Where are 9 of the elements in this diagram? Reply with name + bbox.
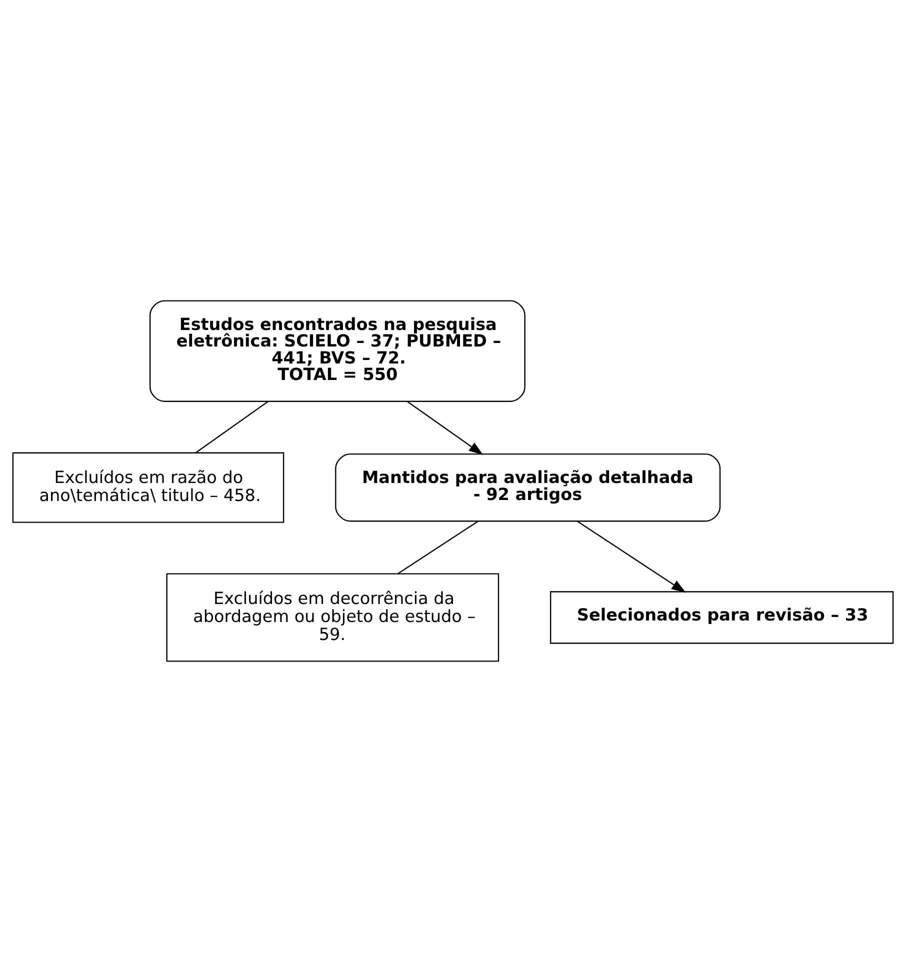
arrow — [406, 400, 484, 454]
node-box: Selecionados para revisão – 33 — [550, 590, 894, 644]
connector — [195, 400, 268, 453]
node-box: Mantidos para avaliação detalhada - 92 artigos — [335, 452, 721, 522]
arrow — [576, 520, 686, 592]
node-box: Excluídos em decorrência da abordagem ou objeto de estudo – 59. — [166, 572, 500, 662]
node-box: Excluídos em razão do ano\temática\ titulo – 458. — [12, 452, 284, 522]
connector — [397, 520, 478, 574]
node-box: Estudos encontrados na pesquisa eletrônica: SCIELO – 37; PUBMED – 441; BVS – 72. TOTAL = 550 — [149, 300, 526, 402]
